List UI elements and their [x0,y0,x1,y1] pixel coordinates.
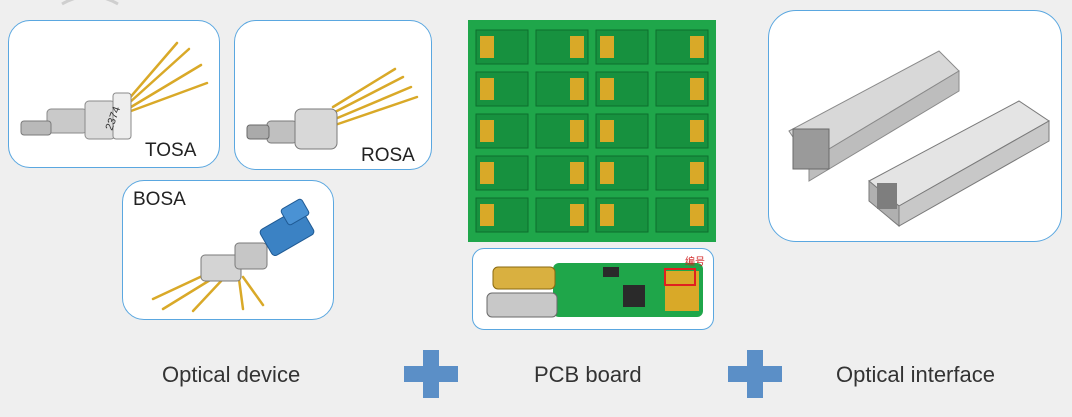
pcb-gold-pad [690,120,704,142]
pcb-gold-pad [690,78,704,100]
tosa-label: TOSA [145,140,197,161]
caption-optical-device: Optical device [162,362,301,387]
pcb-gold-pad [480,162,494,184]
pcb-gold-pad [480,204,494,226]
rosa-card: ROSA [234,20,432,170]
bosa-card: BOSA [122,180,334,320]
pcb-gold-pad [570,162,584,184]
rosa-image [246,67,419,150]
pcb-gold-pad [690,162,704,184]
pcb-cell [595,29,649,65]
pcb-panel-image [468,20,716,242]
caption-pcb-board: PCB board [534,362,642,387]
pcb-cell [655,155,709,191]
pcb-assembled-card: 编号 [472,248,714,330]
pcb-gold-pad [570,204,584,226]
pcb-gold-pad [480,78,494,100]
pcb-gold-pad [600,120,614,142]
pcb-gold-pad [600,36,614,58]
plus-icon [404,350,458,398]
pcb-gold-pad [600,78,614,100]
tosa-card: 2374 TOSA [8,20,220,168]
pcb-gold-pad [690,204,704,226]
pcb-gold-pad [480,120,494,142]
pcb-gold-pad [690,36,704,58]
pcb-gold-pad [600,204,614,226]
bosa-image [151,198,315,313]
optical-interface-card [768,10,1062,242]
bosa-label: BOSA [133,189,186,210]
optical-interface-image [788,50,1050,228]
pcb-tag-label: 编号 [685,257,705,268]
pcb-gold-pad [480,36,494,58]
pcb-gold-pad [570,78,584,100]
decorative-arc [61,0,119,6]
pcb-gold-pad [600,162,614,184]
rosa-label: ROSA [361,145,415,166]
caption-optical-interface: Optical interface [836,362,995,387]
plus-icon [728,350,782,398]
pcb-assembled-image [486,263,703,318]
tosa-image: 2374 [20,41,209,140]
pcb-gold-pad [570,120,584,142]
pcb-gold-pad [570,36,584,58]
